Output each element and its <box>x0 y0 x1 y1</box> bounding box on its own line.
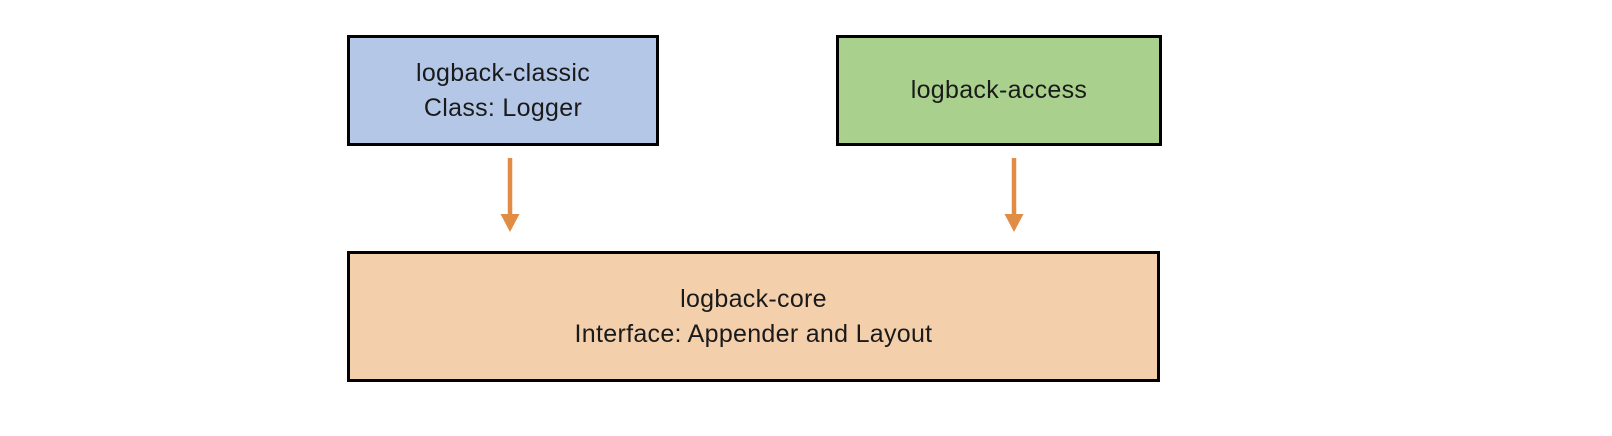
box-label-line: logback-access <box>910 76 1088 104</box>
box-logback-classic: logback-classic Class: Logger <box>347 35 659 146</box>
box-label-line: logback-classic <box>415 58 590 87</box>
box-label-line: logback-core <box>680 284 827 313</box>
box-logback-access: logback-access <box>836 35 1162 146</box>
arrow-head-down-icon <box>500 214 520 232</box>
arrow-access-to-core <box>1004 158 1024 232</box>
arrow-classic-to-core <box>500 158 520 232</box>
arrow-head-down-icon <box>1004 214 1024 232</box>
box-label-line: Interface: Appender and Layout <box>574 319 933 348</box>
box-label-line: Class: Logger <box>423 93 583 122</box>
box-logback-core: logback-core Interface: Appender and Lay… <box>347 251 1160 382</box>
